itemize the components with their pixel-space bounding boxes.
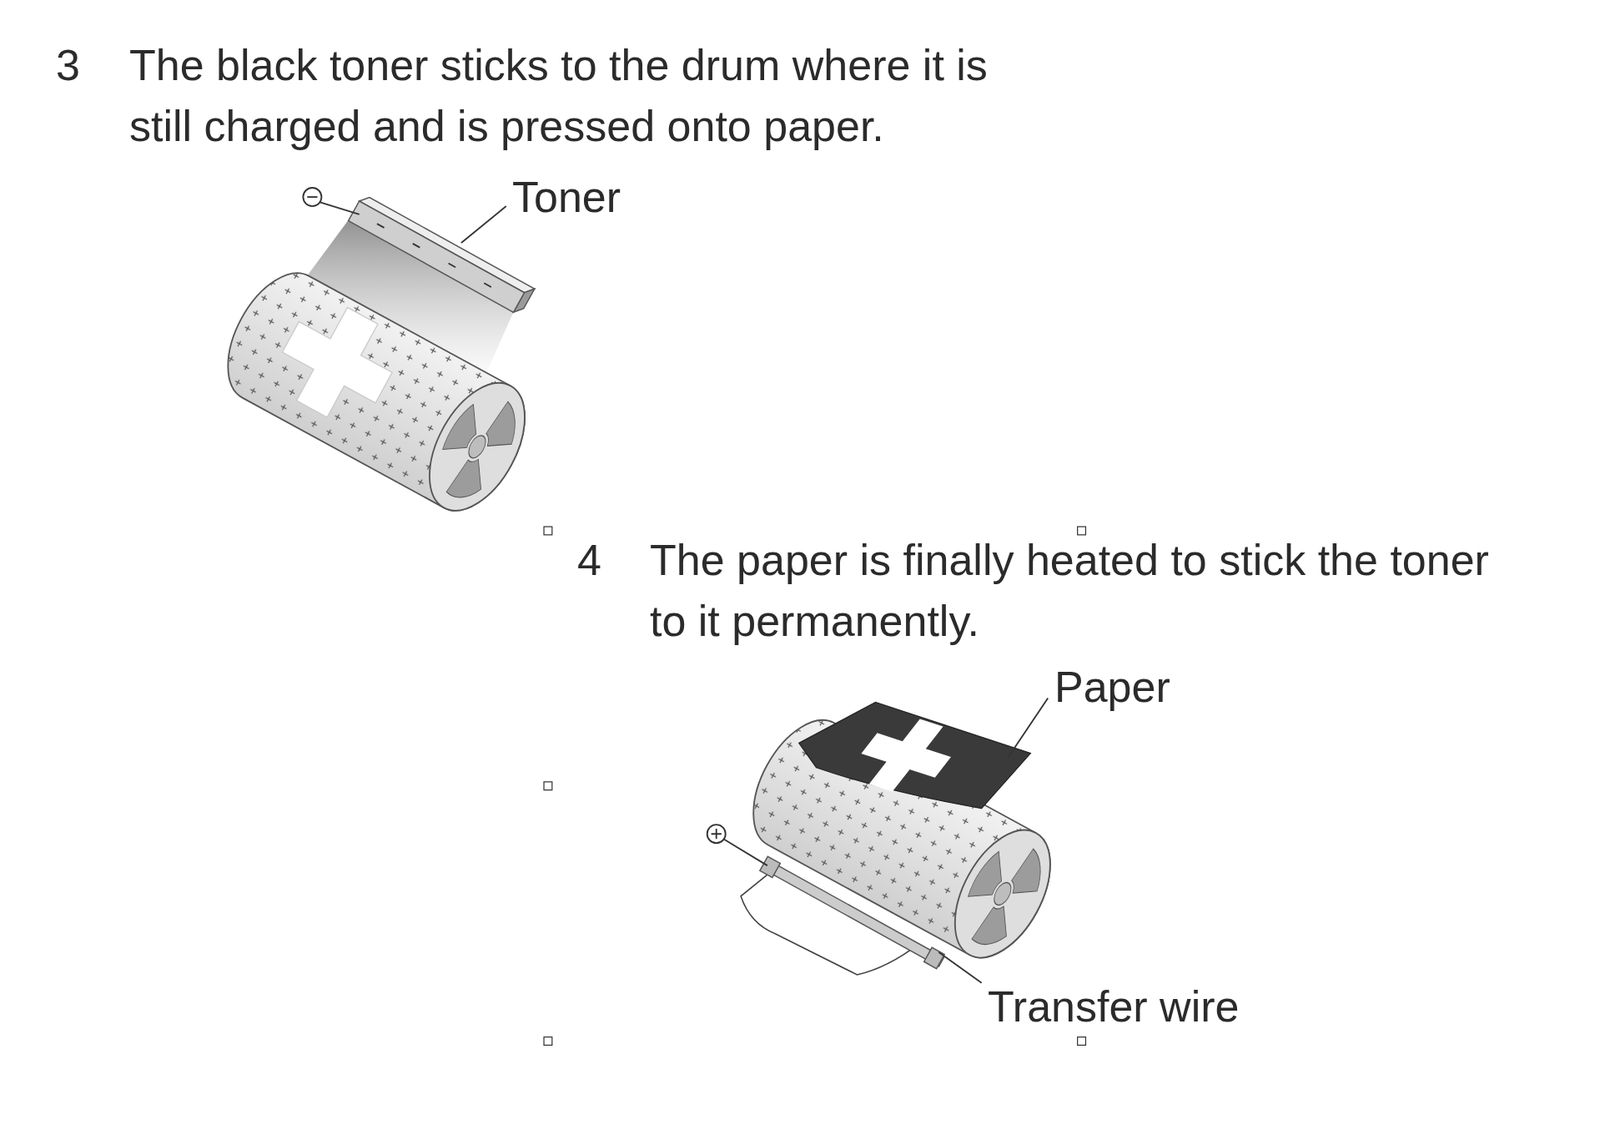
step-caption: The black toner sticks to the drum where… — [129, 35, 1014, 157]
part-label: Toner — [512, 166, 621, 228]
step-number: 4 — [577, 529, 602, 591]
printed-cross — [844, 710, 969, 800]
cap-wedge — [1006, 846, 1055, 903]
leader-line — [461, 206, 507, 243]
drum-axle — [465, 432, 489, 462]
step-number: 3 — [55, 35, 81, 96]
leader-line — [1007, 698, 1048, 758]
leader-line — [938, 951, 982, 983]
paper-sheet — [799, 701, 1032, 808]
step-caption: The paper is finally heated to stick the… — [649, 529, 1518, 652]
toner-bar — [348, 193, 535, 316]
drum — [734, 704, 1071, 973]
cap-wedge — [971, 900, 1019, 954]
cap-wedge — [481, 399, 529, 456]
cap-wedge — [446, 452, 494, 507]
part-label: Transfer wire — [987, 976, 1239, 1037]
drum — [208, 256, 545, 526]
drum-axle — [991, 879, 1015, 908]
negative-terminal — [302, 187, 359, 215]
part-label: Paper — [1054, 656, 1171, 718]
